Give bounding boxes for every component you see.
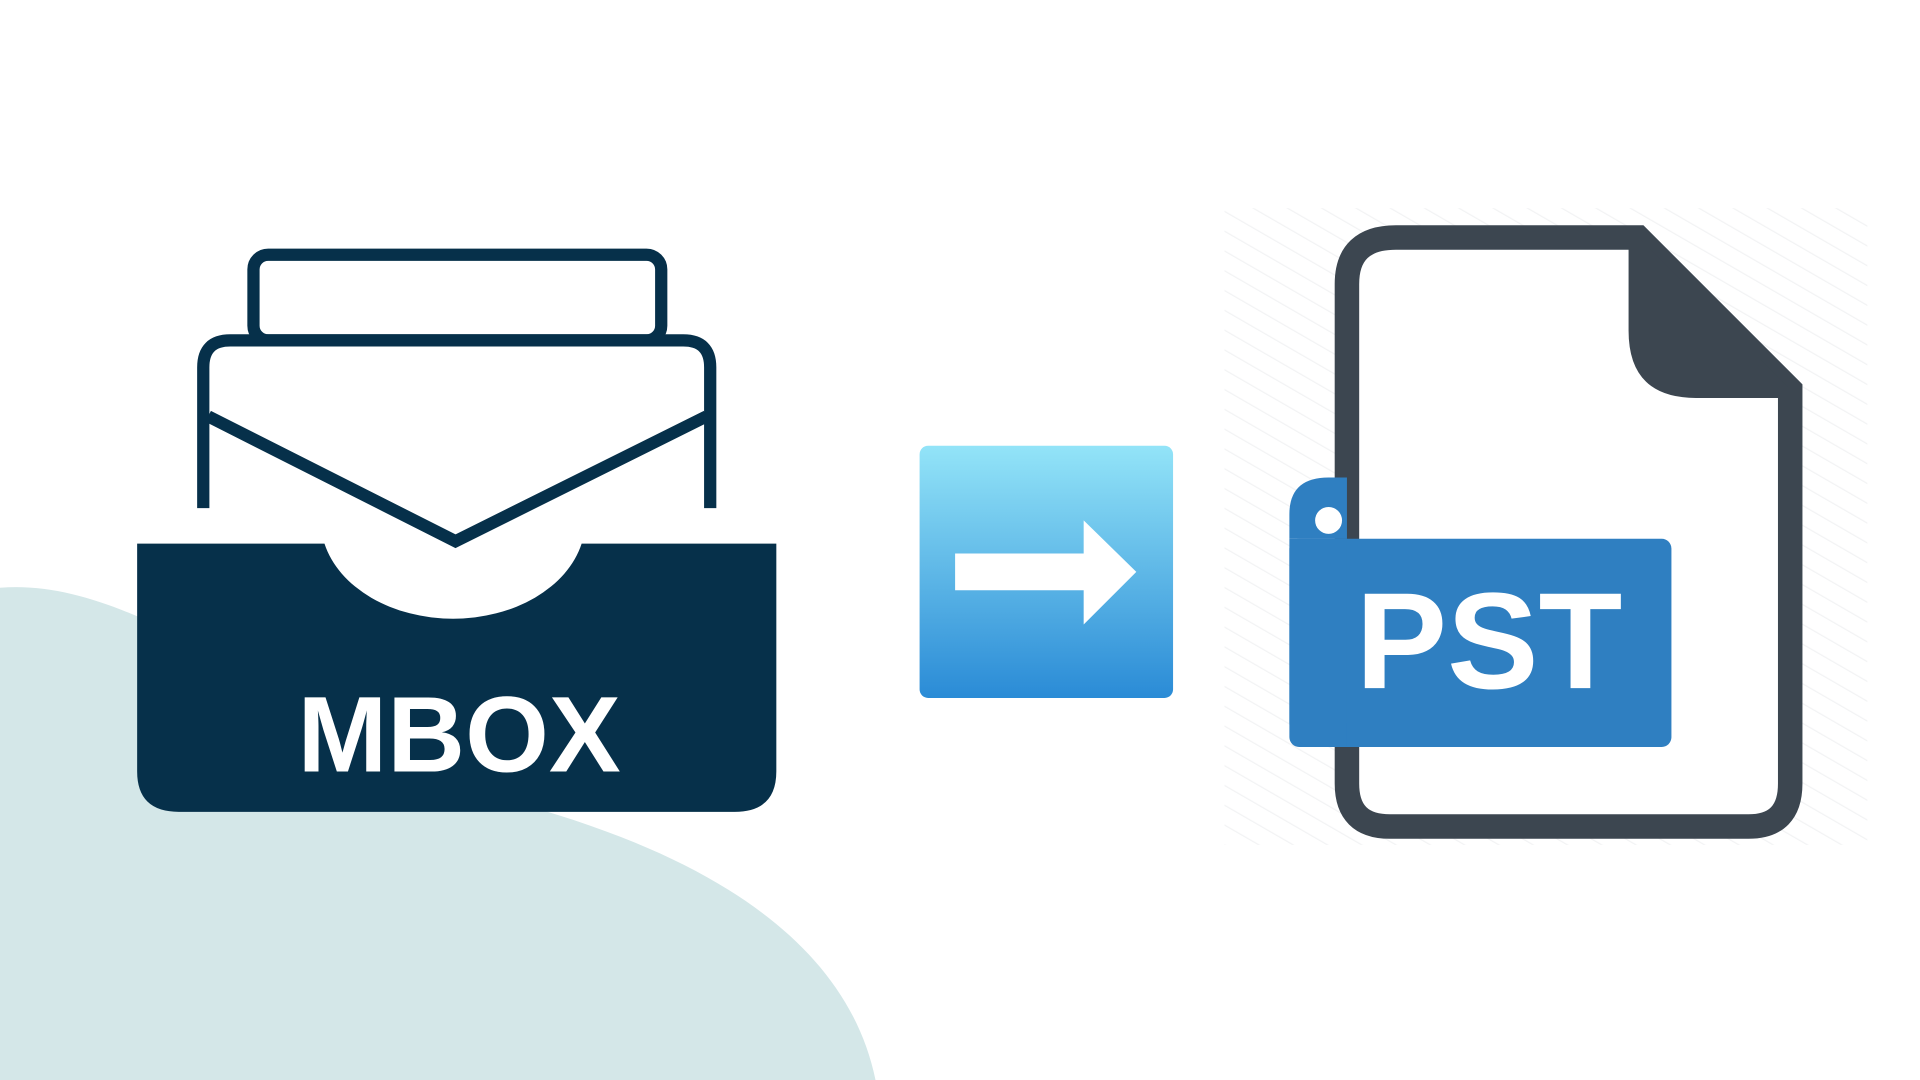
mbox-label: MBOX: [298, 673, 621, 794]
arrow-right-icon: [919, 445, 1174, 698]
mbox-inbox-icon: MBOX: [137, 248, 777, 812]
pst-label: PST: [1356, 565, 1623, 718]
pst-file-icon: PST: [1224, 208, 1868, 845]
